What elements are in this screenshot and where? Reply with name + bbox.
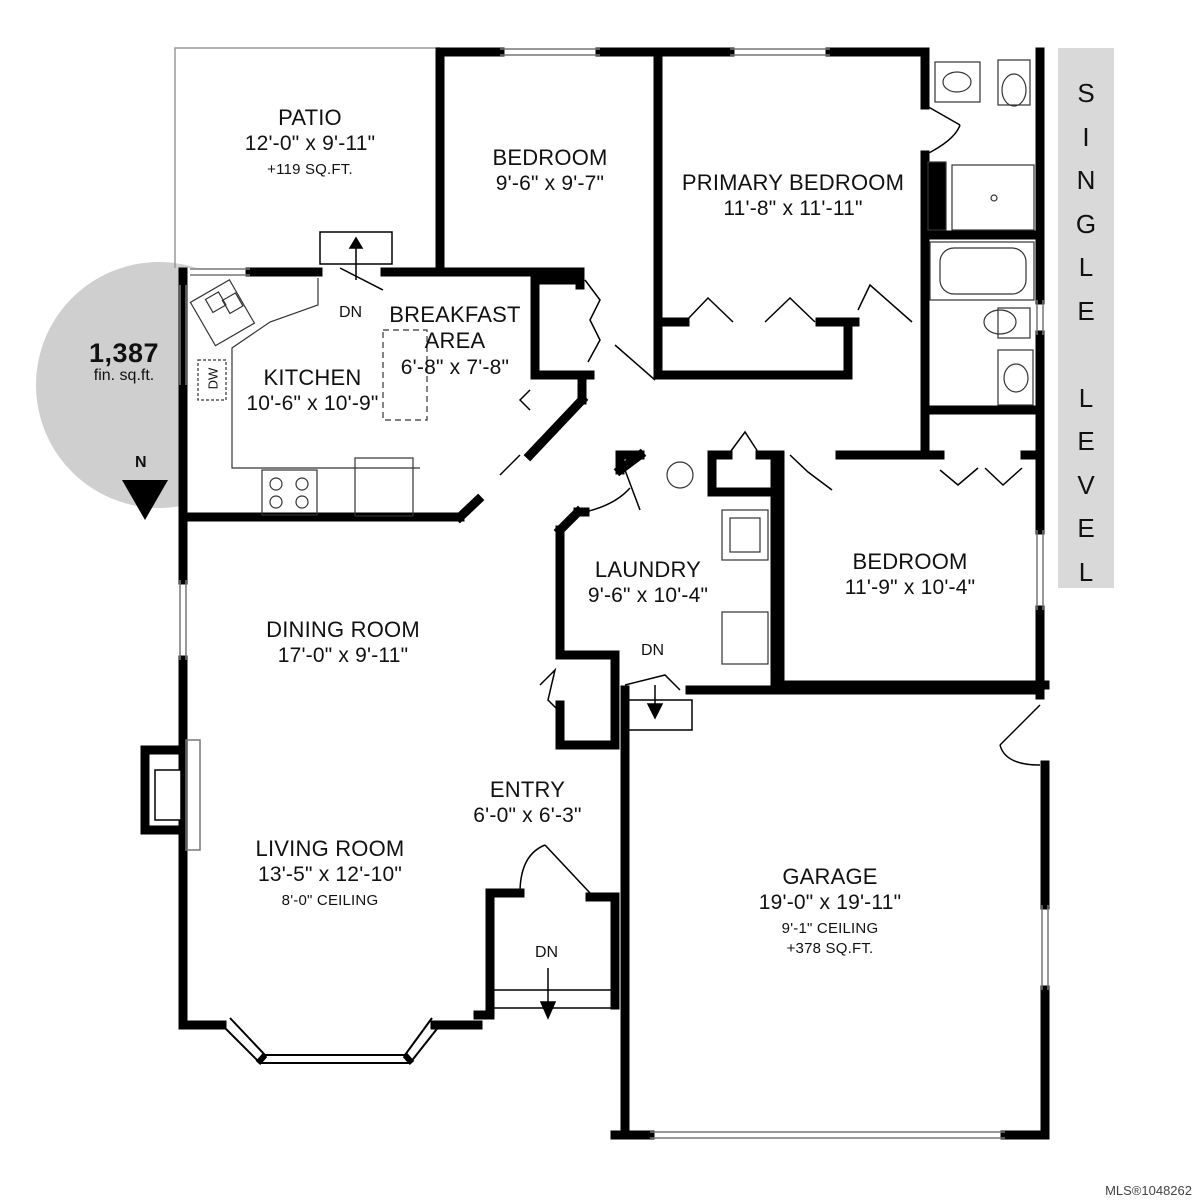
room-dims: 12'-0" x 9'-11" [244, 132, 376, 156]
doors [499, 104, 1041, 894]
bath-fixtures [927, 59, 1035, 406]
area-summary: 1,387 fin. sq.ft. [58, 338, 190, 385]
room-laundry: LAUNDRY 9'-6" x 10'-4" [568, 557, 728, 609]
room-dims: 9'-6" x 10'-4" [587, 584, 709, 608]
room-name: BREAKFAST [389, 302, 521, 327]
stairs-label-laundry: DN [641, 642, 665, 659]
mls-footer: MLS®1048262 [1105, 1183, 1192, 1198]
level-letter: N [1076, 165, 1096, 195]
room-dims: 19'-0" x 19'-11" [758, 891, 902, 915]
level-letter: S [1077, 78, 1095, 108]
level-letter: L [1078, 382, 1094, 413]
room-dims: 6'-0" x 6'-3" [473, 804, 582, 828]
area-value: 1,387 [88, 338, 160, 368]
room-name: GARAGE [782, 864, 878, 889]
walls [140, 47, 1050, 1140]
room-name: KITCHEN [263, 365, 362, 390]
room-dims: 10'-6" x 10'-9" [246, 392, 379, 416]
stairs-label-entry: DN [535, 944, 559, 961]
room-bedroom-1: BEDROOM 9'-6" x 9'-7" [450, 145, 650, 197]
room-dims: 11'-9" x 10'-4" [844, 576, 976, 600]
north-arrow-icon [122, 480, 168, 520]
level-letter: V [1077, 469, 1095, 500]
room-breakfast-area: BREAKFAST AREA 6'-8" x 7'-8" [385, 302, 525, 380]
room-name-2: AREA [424, 328, 486, 354]
room-dining-room: DINING ROOM 17'-0" x 9'-11" [238, 617, 448, 669]
room-name: LAUNDRY [594, 557, 702, 582]
fireplace-icon [154, 769, 182, 821]
room-note: +119 SQ.FT. [267, 160, 353, 178]
patio-outline [174, 47, 440, 268]
stairs-label-patio: DN [339, 304, 363, 321]
room-name: PATIO [278, 105, 342, 130]
room-patio: PATIO 12'-0" x 9'-11" +119 SQ.FT. [210, 105, 410, 179]
room-name: DINING ROOM [266, 617, 420, 642]
plan-backdrop [183, 268, 483, 518]
level-letter: E [1077, 513, 1095, 543]
room-note: 8'-0" CEILING [281, 891, 379, 909]
room-dims: 6'-8" x 7'-8" [400, 355, 510, 379]
room-name: PRIMARY BEDROOM [681, 170, 905, 195]
room-note-2: +378 SQ.FT. [786, 939, 874, 957]
bay-windows [221, 1017, 441, 1065]
area-unit: fin. sq.ft. [93, 367, 155, 384]
room-primary-bedroom: PRIMARY BEDROOM 11'-8" x 11'-11" [668, 170, 918, 222]
level-letter: G [1075, 208, 1097, 239]
room-dims: 11'-8" x 11'-11" [723, 197, 863, 221]
room-dims: 13'-5" x 12'-10" [257, 863, 403, 887]
laundry-fixtures [666, 461, 769, 665]
dishwasher-label: DW [205, 367, 221, 390]
room-bedroom-2: BEDROOM 11'-9" x 10'-4" [810, 549, 1010, 601]
kitchen-fixtures [189, 278, 428, 517]
level-letter: E [1077, 426, 1095, 456]
room-name: BEDROOM [492, 145, 608, 170]
room-name: ENTRY [489, 777, 566, 802]
room-living-room: LIVING ROOM 13'-5" x 12'-10" 8'-0" CEILI… [230, 836, 430, 910]
room-kitchen: KITCHEN 10'-6" x 10'-9" [230, 365, 395, 417]
stairs [319, 231, 693, 1020]
room-name: BEDROOM [852, 549, 968, 574]
room-entry: ENTRY 6'-0" x 6'-3" [450, 777, 605, 829]
room-dims: 9'-6" x 9'-7" [495, 172, 605, 196]
north-label: N [135, 454, 147, 471]
room-dims: 17'-0" x 9'-11" [277, 644, 409, 668]
room-name: LIVING ROOM [255, 836, 405, 861]
level-letter: L [1078, 556, 1094, 587]
windows [179, 48, 1049, 1139]
level-letter: E [1077, 295, 1095, 326]
level-letter: L [1078, 252, 1094, 282]
room-garage: GARAGE 19'-0" x 19'-11" 9'-1" CEILING +3… [730, 864, 930, 958]
room-note: 9'-1" CEILING [781, 919, 879, 937]
level-letter: I [1082, 121, 1090, 152]
